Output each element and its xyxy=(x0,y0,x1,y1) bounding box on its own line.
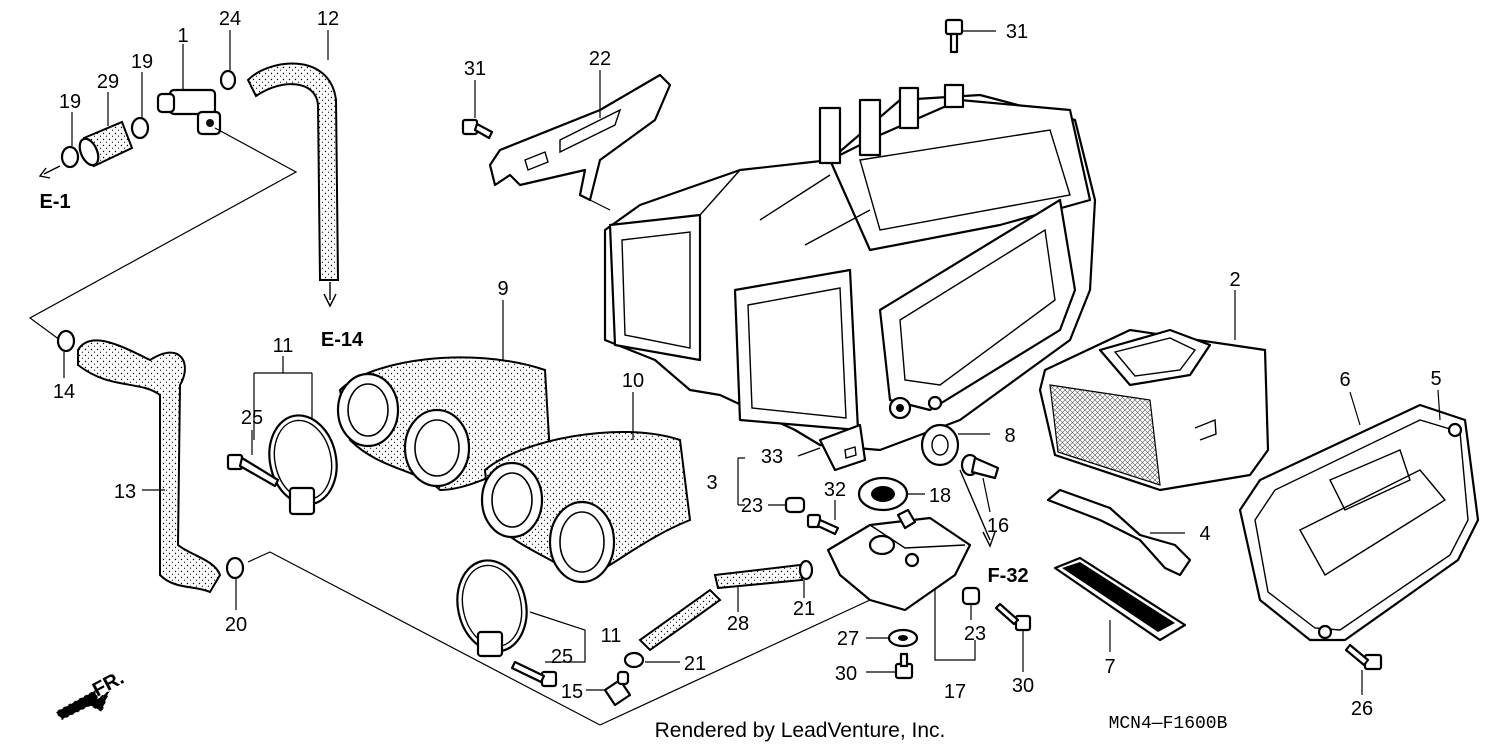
callout-13: 13 xyxy=(114,481,136,503)
hose-12[interactable] xyxy=(246,62,340,281)
collar-23-upper[interactable] xyxy=(784,496,806,514)
callout-15: 15 xyxy=(561,681,583,703)
callout-21-upper: 21 xyxy=(793,598,815,620)
clip-21-upper[interactable] xyxy=(798,559,814,581)
callout-7: 7 xyxy=(1104,656,1115,678)
arrow-e14 xyxy=(323,282,337,308)
routing-line-1 xyxy=(28,127,298,341)
clip-20[interactable] xyxy=(225,556,245,580)
callout-20: 20 xyxy=(225,614,247,636)
front-arrow-icon xyxy=(53,688,112,721)
element-2[interactable] xyxy=(1038,328,1270,492)
bolt-30-lower[interactable] xyxy=(894,652,914,680)
callout-24: 24 xyxy=(219,8,241,30)
cover-5[interactable] xyxy=(1238,403,1480,642)
leader-22b xyxy=(589,199,611,211)
callout-16: 16 xyxy=(987,515,1009,537)
callout-21-lower: 21 xyxy=(684,653,706,675)
clip-24[interactable] xyxy=(219,69,237,91)
callout-26: 26 xyxy=(1351,698,1373,720)
callout-30-right: 30 xyxy=(1012,675,1034,697)
drain-15[interactable] xyxy=(603,670,632,707)
callout-28: 28 xyxy=(727,613,749,635)
ref-e-14[interactable]: E-14 xyxy=(321,329,364,351)
callout-14: 14 xyxy=(53,381,75,403)
collar-23-lower[interactable] xyxy=(961,586,981,606)
callout-17: 17 xyxy=(944,681,966,703)
callout-3: 3 xyxy=(706,472,717,494)
watermark-text: Rendered by LeadVenture, Inc. xyxy=(655,719,946,742)
callout-29: 29 xyxy=(97,71,119,93)
callout-4: 4 xyxy=(1199,523,1210,545)
callout-5: 5 xyxy=(1430,368,1441,390)
clip-19-right[interactable] xyxy=(130,116,150,140)
callout-10: 10 xyxy=(622,370,644,392)
intake-duct-10[interactable] xyxy=(480,430,692,584)
callout-9: 9 xyxy=(497,278,508,300)
bolt-26[interactable] xyxy=(1344,643,1383,671)
grommet-8[interactable] xyxy=(920,423,960,467)
callout-19-right: 19 xyxy=(131,51,153,73)
joint-1[interactable] xyxy=(156,88,222,136)
band-4[interactable] xyxy=(1046,488,1192,577)
callout-12: 12 xyxy=(317,8,339,30)
seal-18[interactable] xyxy=(857,476,909,512)
callout-25-lower: 25 xyxy=(551,646,573,668)
bolt-31-right[interactable] xyxy=(944,18,964,54)
callout-18: 18 xyxy=(929,485,951,507)
hose-13[interactable] xyxy=(77,339,222,594)
callout-11-lower: 11 xyxy=(601,625,622,647)
callout-30-lower: 30 xyxy=(835,663,857,685)
band-11-lower[interactable] xyxy=(449,554,535,658)
callout-2: 2 xyxy=(1229,269,1240,291)
bolt-32[interactable] xyxy=(806,513,840,536)
callout-33: 33 xyxy=(761,446,783,468)
leader-6-5 xyxy=(1349,389,1441,426)
stay-22[interactable] xyxy=(488,73,672,202)
clip-14[interactable] xyxy=(56,329,76,353)
bolt-30-right[interactable] xyxy=(994,602,1032,632)
drawing-code: MCN4—F1600B xyxy=(1109,714,1228,734)
ref-f-32[interactable]: F-32 xyxy=(987,565,1028,587)
callout-23-lower: 23 xyxy=(964,623,986,645)
callout-27: 27 xyxy=(837,628,859,650)
callout-23-upper: 23 xyxy=(741,495,763,517)
callout-11-upper: 11 xyxy=(273,335,294,357)
callout-8: 8 xyxy=(1004,425,1015,447)
callout-22: 22 xyxy=(589,48,611,70)
arrow-e1 xyxy=(38,165,61,179)
band-11-upper[interactable] xyxy=(261,409,344,516)
clip-19-left[interactable] xyxy=(60,145,80,169)
callout-31-left: 31 xyxy=(464,58,486,80)
bolt-31-left[interactable] xyxy=(461,118,494,140)
arrow-f32 xyxy=(959,469,996,548)
bracket-3 xyxy=(737,457,745,506)
leader-16 xyxy=(982,477,991,513)
bolt-25-lower[interactable] xyxy=(510,660,558,688)
callout-6: 6 xyxy=(1339,369,1350,391)
air-cleaner-case[interactable] xyxy=(603,83,1097,472)
callout-19-left: 19 xyxy=(59,91,81,113)
reservoir-17[interactable] xyxy=(826,508,972,612)
washer-27[interactable] xyxy=(887,628,919,648)
callout-1: 1 xyxy=(177,25,188,47)
clip-21-lower[interactable] xyxy=(623,651,645,669)
routing-line-2 xyxy=(247,551,871,726)
intake-duct-9[interactable] xyxy=(336,356,552,492)
bracket-17 xyxy=(934,588,976,661)
ref-e-1[interactable]: E-1 xyxy=(39,191,70,213)
bolt-25-upper[interactable] xyxy=(226,453,280,488)
tube-28[interactable] xyxy=(638,563,804,652)
plug-16[interactable] xyxy=(960,453,1000,480)
callout-31-right: 31 xyxy=(1006,21,1028,43)
seal-7[interactable] xyxy=(1053,556,1187,642)
callout-25-upper: 25 xyxy=(241,407,263,429)
callout-32: 32 xyxy=(824,479,846,501)
bracket-11-lower xyxy=(529,611,586,663)
tube-29[interactable] xyxy=(76,120,134,168)
leader-33 xyxy=(797,447,821,457)
